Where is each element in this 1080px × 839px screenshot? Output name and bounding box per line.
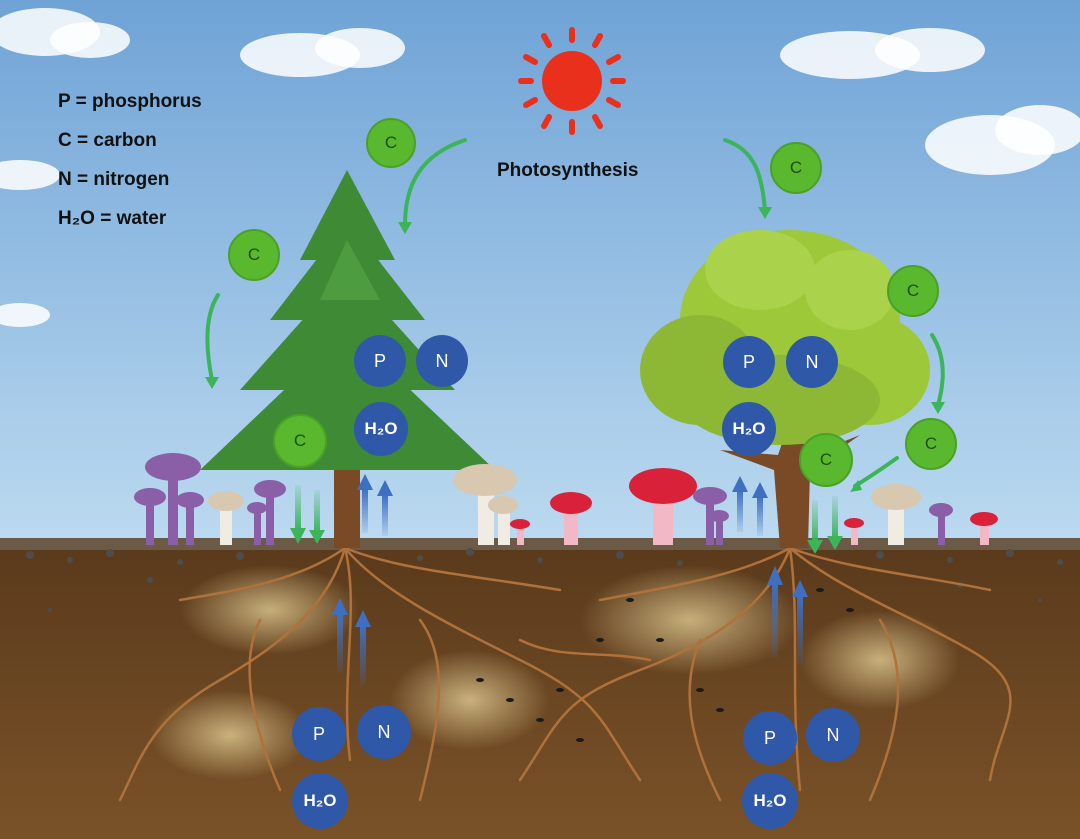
nitrogen-badge: N: [806, 708, 860, 762]
vertical-arrows: [290, 474, 843, 685]
sun-icon: [518, 27, 626, 135]
nitrogen-badge: N: [786, 336, 838, 388]
photosynthesis-label: Photosynthesis: [497, 160, 639, 181]
mushroom-icon: [134, 453, 998, 545]
legend-nitrogen: N = nitrogen: [58, 169, 170, 190]
pebbles: [26, 548, 1063, 612]
legend-carbon: C = carbon: [58, 130, 157, 151]
phosphorus-badge: P: [743, 711, 797, 765]
water-badge: H₂O: [292, 773, 348, 829]
phosphorus-badge: P: [723, 336, 775, 388]
legend-phosphorus: P = phosphorus: [58, 91, 202, 112]
mycelium-glow: [150, 565, 960, 780]
carbon-badge: C: [887, 265, 939, 317]
legend-water: H₂O = water: [58, 208, 167, 229]
nitrogen-badge: N: [416, 335, 468, 387]
phosphorus-badge: P: [354, 335, 406, 387]
water-badge: H₂O: [722, 402, 776, 456]
carbon-badge: C: [273, 414, 327, 468]
arrow-icon: [205, 138, 945, 488]
cloud-icon: [0, 8, 1080, 327]
carbon-badge: C: [366, 118, 416, 168]
carbon-badge: C: [905, 418, 957, 470]
legend: P = phosphorus C = carbon N = nitrogen H…: [58, 92, 202, 248]
arrowheads: [205, 207, 945, 492]
ground-line: [0, 538, 1080, 550]
spores: [476, 588, 854, 742]
root-network-icon: [118, 546, 1012, 802]
carbon-badge: C: [228, 229, 280, 281]
carbon-badge: C: [799, 433, 853, 487]
water-badge: H₂O: [742, 773, 798, 829]
carbon-badge: C: [770, 142, 822, 194]
nitrogen-badge: N: [357, 705, 411, 759]
phosphorus-badge: P: [292, 707, 346, 761]
water-badge: H₂O: [354, 402, 408, 456]
